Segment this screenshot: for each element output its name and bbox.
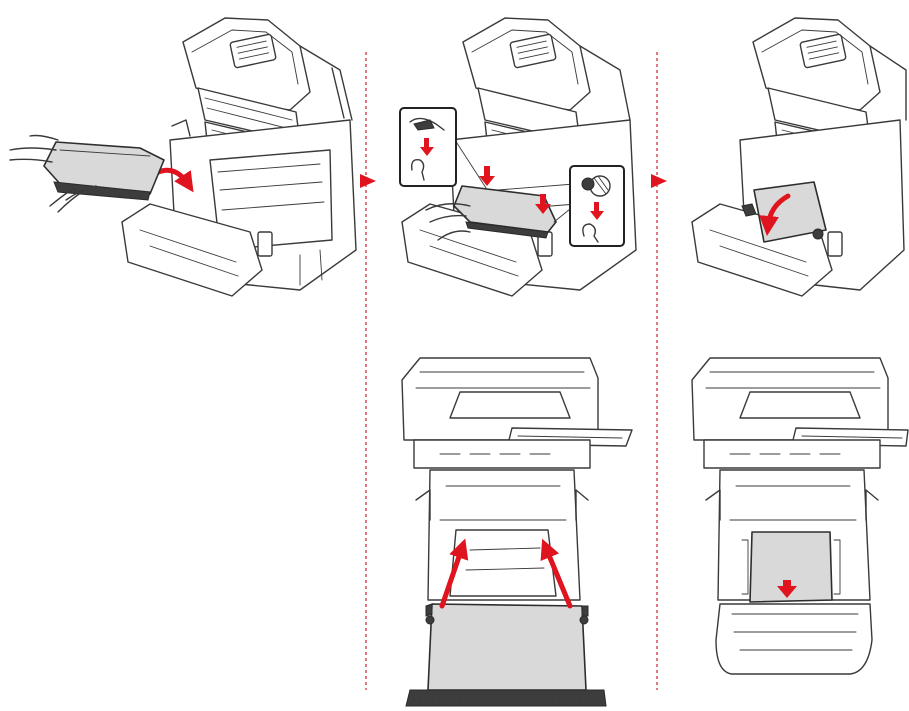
next-step-arrow-icon	[651, 174, 667, 188]
step-2-printer	[399, 17, 637, 297]
step-3-front-view	[691, 357, 909, 675]
next-step-arrow-icon	[360, 174, 376, 188]
down-arrow-icon	[420, 138, 434, 156]
step-3-printer	[691, 17, 907, 297]
down-arrow-icon	[535, 194, 551, 214]
down-arrow-icon	[590, 202, 604, 220]
step-1-printer	[121, 17, 357, 297]
down-arrow-icon	[479, 166, 495, 186]
curved-arrow-icon	[759, 193, 791, 236]
step-1-belt-unit	[9, 134, 165, 213]
step-2-front-view	[401, 357, 633, 707]
down-arrow-icon	[777, 580, 797, 598]
